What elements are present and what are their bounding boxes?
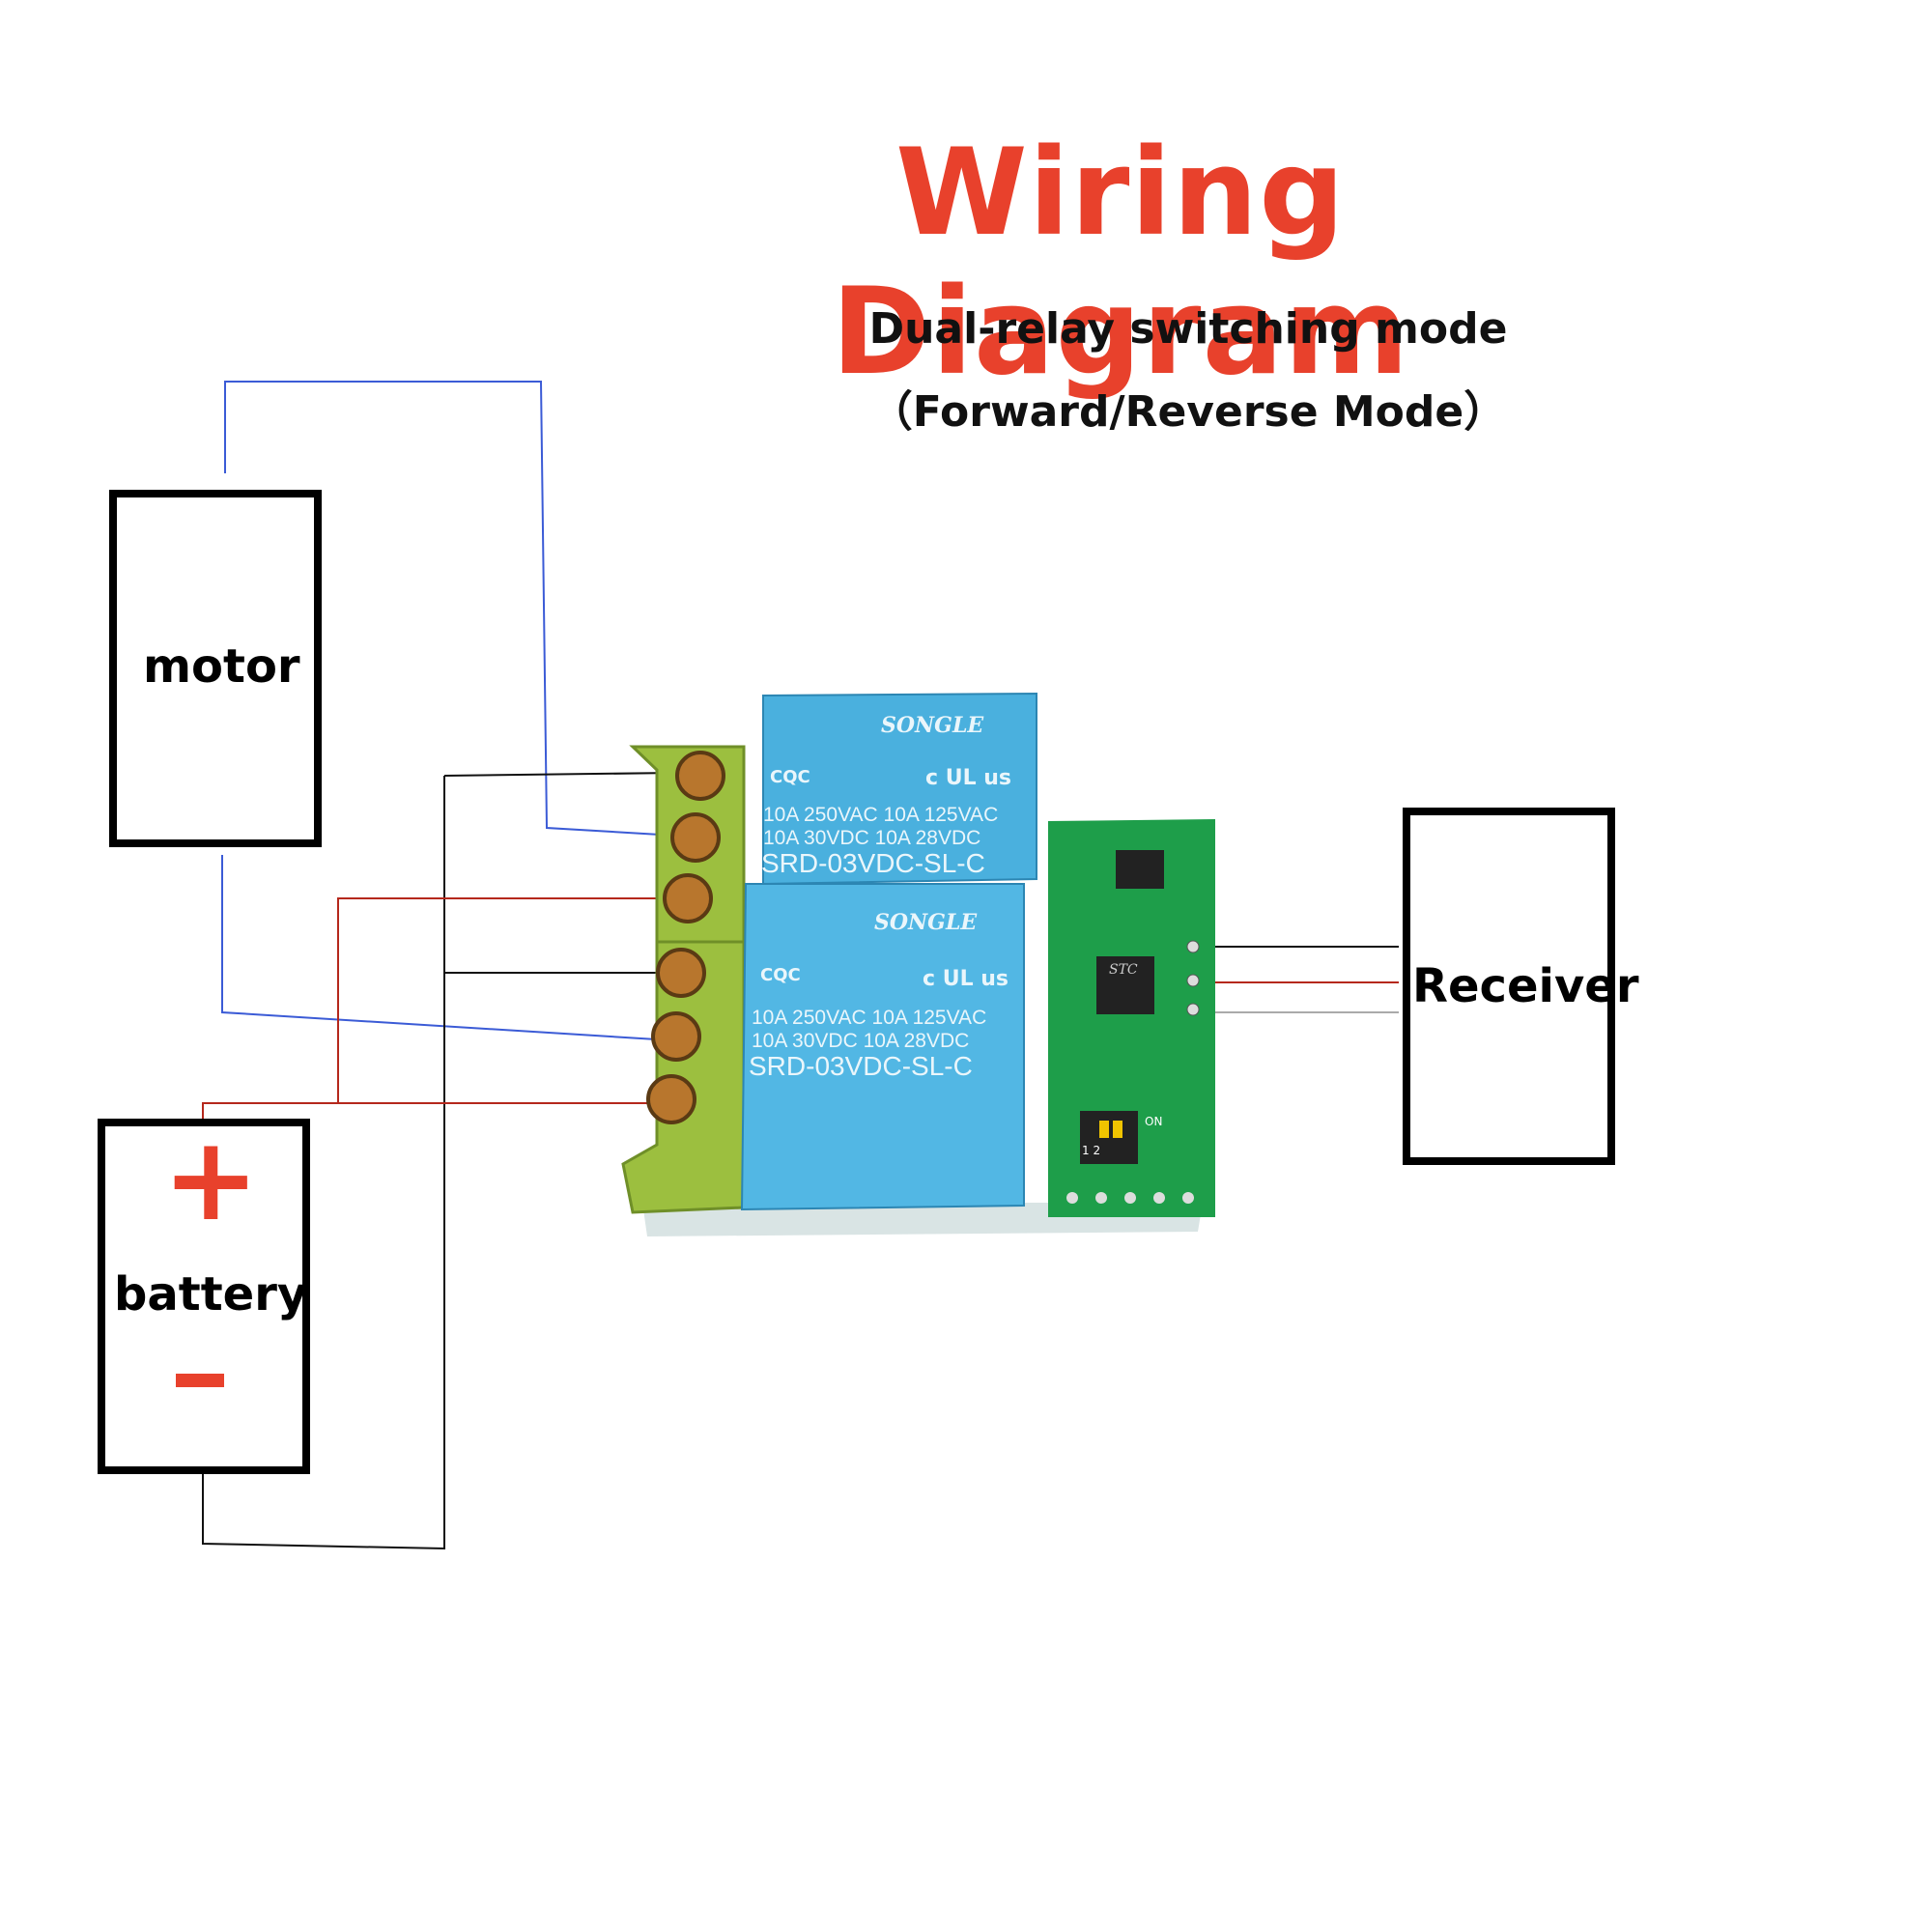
wires [202, 381, 1399, 1550]
dip-switch-lever-2 [1113, 1121, 1122, 1138]
battery-label: battery [114, 1267, 308, 1321]
pin-1 [1186, 940, 1200, 953]
screw-6 [646, 1074, 696, 1124]
diagram-title: Wiring Diagram [831, 124, 1410, 402]
wire-black-common [202, 776, 445, 1550]
dip-numbers: 1 2 [1082, 1144, 1100, 1157]
relay-2-cert: CQC [760, 965, 801, 985]
wire-black-terminal-1 [443, 772, 677, 777]
pad-4 [1153, 1192, 1165, 1204]
relay-1-brand: SONGLE [881, 713, 984, 738]
screw-5 [651, 1011, 701, 1062]
screw-1 [675, 751, 725, 801]
screw-4 [656, 948, 706, 998]
chip-label: STC [1109, 962, 1138, 978]
relay-2-model: SRD-03VDC-SL-C [749, 1051, 973, 1081]
relay-1-ul: c UL us [925, 766, 1011, 790]
wire-blue-motor-bottom [221, 855, 673, 1041]
pin-3 [1186, 1003, 1200, 1016]
subtitle-mode: Dual-relay switching mode [868, 304, 1508, 354]
receiver-box [1403, 808, 1615, 1165]
motor-box [109, 490, 322, 847]
relay-1-cert: CQC [770, 767, 810, 787]
dip-label: ON [1145, 1115, 1162, 1128]
motor-label: motor [143, 639, 300, 694]
battery-box [98, 1119, 310, 1474]
relay-1 [762, 692, 1037, 886]
relay-2-ul: c UL us [923, 967, 1009, 991]
pad-2 [1095, 1192, 1107, 1204]
terminal-screws [646, 751, 725, 1124]
relay-module [621, 692, 1215, 1236]
wire-red-terminal-3 [203, 897, 676, 1104]
wire-blue-motor-top [224, 381, 677, 837]
pad-5 [1182, 1192, 1194, 1204]
screw-3 [663, 873, 713, 923]
battery-minus-sign [176, 1374, 224, 1387]
screw-2 [670, 812, 721, 863]
relay-1-model: SRD-03VDC-SL-C [761, 848, 985, 878]
receiver-label: Receiver [1412, 959, 1639, 1013]
pin-2 [1186, 974, 1200, 987]
relay-2-brand: SONGLE [874, 910, 978, 935]
pad-3 [1124, 1192, 1136, 1204]
relay-2 [740, 883, 1025, 1211]
battery-plus-sign: + [162, 1113, 260, 1247]
mcu-chip [1096, 956, 1154, 1014]
subtitle-submode: （Forward/Reverse Mode） [869, 387, 1507, 437]
dip-switch-lever-1 [1099, 1121, 1109, 1138]
pad-1 [1066, 1192, 1078, 1204]
relay-1-ratings-1: 10A 250VAC 10A 125VAC [763, 804, 998, 826]
regulator-chip [1116, 850, 1164, 889]
relay-1-ratings-2: 10A 30VDC 10A 28VDC [763, 827, 980, 849]
relay-2-ratings-1: 10A 250VAC 10A 125VAC [752, 1007, 986, 1029]
relay-2-ratings-2: 10A 30VDC 10A 28VDC [752, 1030, 969, 1052]
